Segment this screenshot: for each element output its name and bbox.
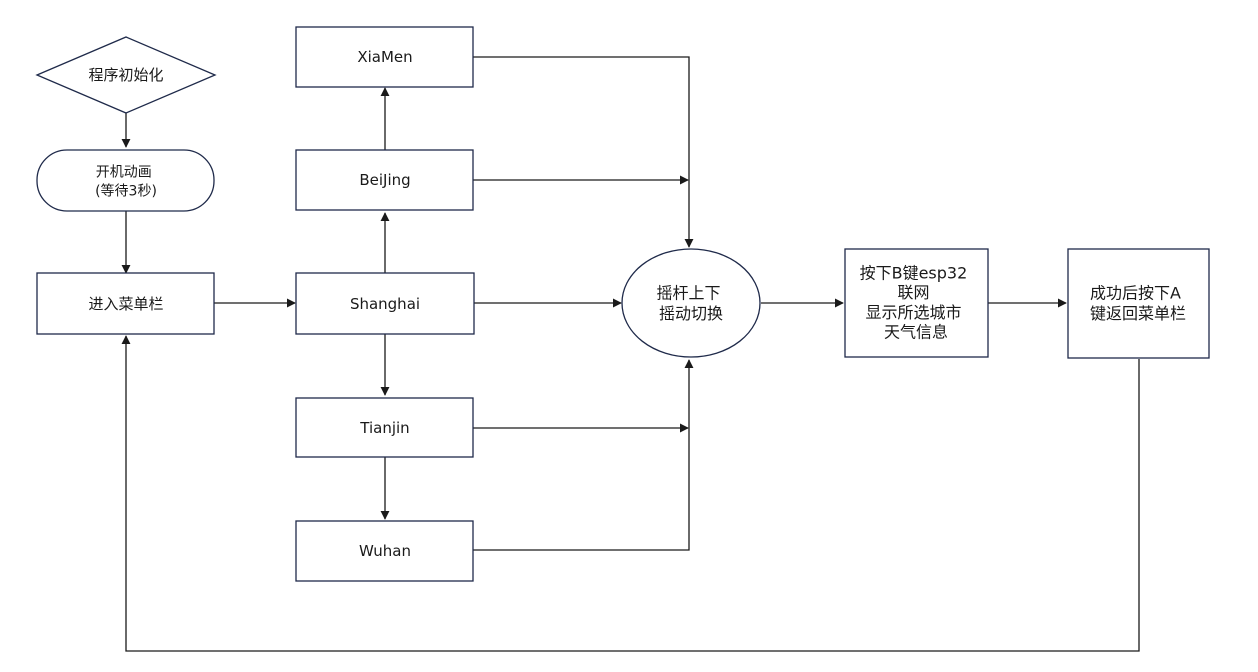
edge-pressA-to-menu (121, 335, 1140, 652)
joystick-label-line: 摇杆上下 (656, 283, 720, 302)
start-diamond-shape (35, 36, 217, 114)
tianjin-label: Tianjin (359, 419, 409, 437)
press-a-label-line: 键返回菜单栏 (1090, 304, 1186, 323)
shanghai-shape (295, 272, 475, 335)
press-a-label: 成功后按下A 键返回菜单栏 (1090, 283, 1186, 323)
xiamen-shape (295, 26, 474, 88)
press-b-label: 按下B键esp32 联网 显示所选城市 天气信息 (860, 263, 973, 341)
beijing-node: BeiJing (295, 149, 474, 211)
shanghai-node: Shanghai (295, 272, 475, 335)
beijing-label-line: BeiJing (359, 171, 410, 189)
boot-animation-label-line: 开机动画 (96, 165, 152, 181)
shanghai-label-line: Shanghai (350, 295, 420, 313)
press-b-node: 按下B键esp32 联网 显示所选城市 天气信息 (844, 248, 989, 358)
boot-animation-node: 开机动画 (等待3秒) (36, 149, 215, 212)
menu-label: 进入菜单栏 (88, 295, 163, 313)
press-b-label-line: 显示所选城市 (865, 302, 961, 321)
start-node-label: 程序初始化 (88, 66, 163, 84)
joystick-label: 摇杆上下 摇动切换 (656, 283, 725, 323)
boot-animation-label-line: (等待3秒) (95, 183, 157, 200)
wuhan-shape (295, 520, 474, 582)
xiamen-node: XiaMen (295, 26, 474, 88)
wuhan-label-line: Wuhan (359, 542, 411, 560)
edge-xiamen-to-joystick (473, 56, 694, 248)
press-a-shape (1067, 248, 1210, 359)
press-a-label-line: 成功后按下A (1090, 283, 1181, 302)
joystick-label-line: 摇动切换 (659, 304, 723, 323)
xiamen-label-line: XiaMen (357, 48, 412, 66)
tianjin-label-line: Tianjin (359, 419, 409, 437)
start-node: 程序初始化 (35, 36, 217, 114)
tianjin-node: Tianjin (295, 397, 474, 458)
wuhan-label: Wuhan (359, 542, 411, 560)
press-b-shape (844, 248, 989, 358)
edge-wuhan-to-joystick (473, 359, 694, 551)
joystick-node: 摇杆上下 摇动切换 (621, 248, 761, 358)
start-node-label-line: 程序初始化 (88, 66, 163, 84)
menu-shape (36, 272, 215, 335)
press-b-label-line: 联网 (897, 283, 929, 302)
press-a-node: 成功后按下A 键返回菜单栏 (1067, 248, 1210, 359)
connectors (121, 56, 1140, 652)
beijing-label: BeiJing (359, 171, 410, 189)
shanghai-label: Shanghai (350, 295, 420, 313)
menu-node: 进入菜单栏 (36, 272, 215, 335)
press-b-label-line: 天气信息 (884, 322, 948, 341)
menu-label-line: 进入菜单栏 (88, 295, 163, 313)
wuhan-node: Wuhan (295, 520, 474, 582)
joystick-ellipse-shape (621, 248, 761, 358)
xiamen-label: XiaMen (357, 48, 412, 66)
beijing-shape (295, 149, 474, 211)
boot-animation-shape (36, 149, 215, 212)
press-b-label-line: 按下B键esp32 (860, 263, 968, 282)
boot-animation-label: 开机动画 (等待3秒) (95, 165, 157, 200)
tianjin-shape (295, 397, 474, 458)
